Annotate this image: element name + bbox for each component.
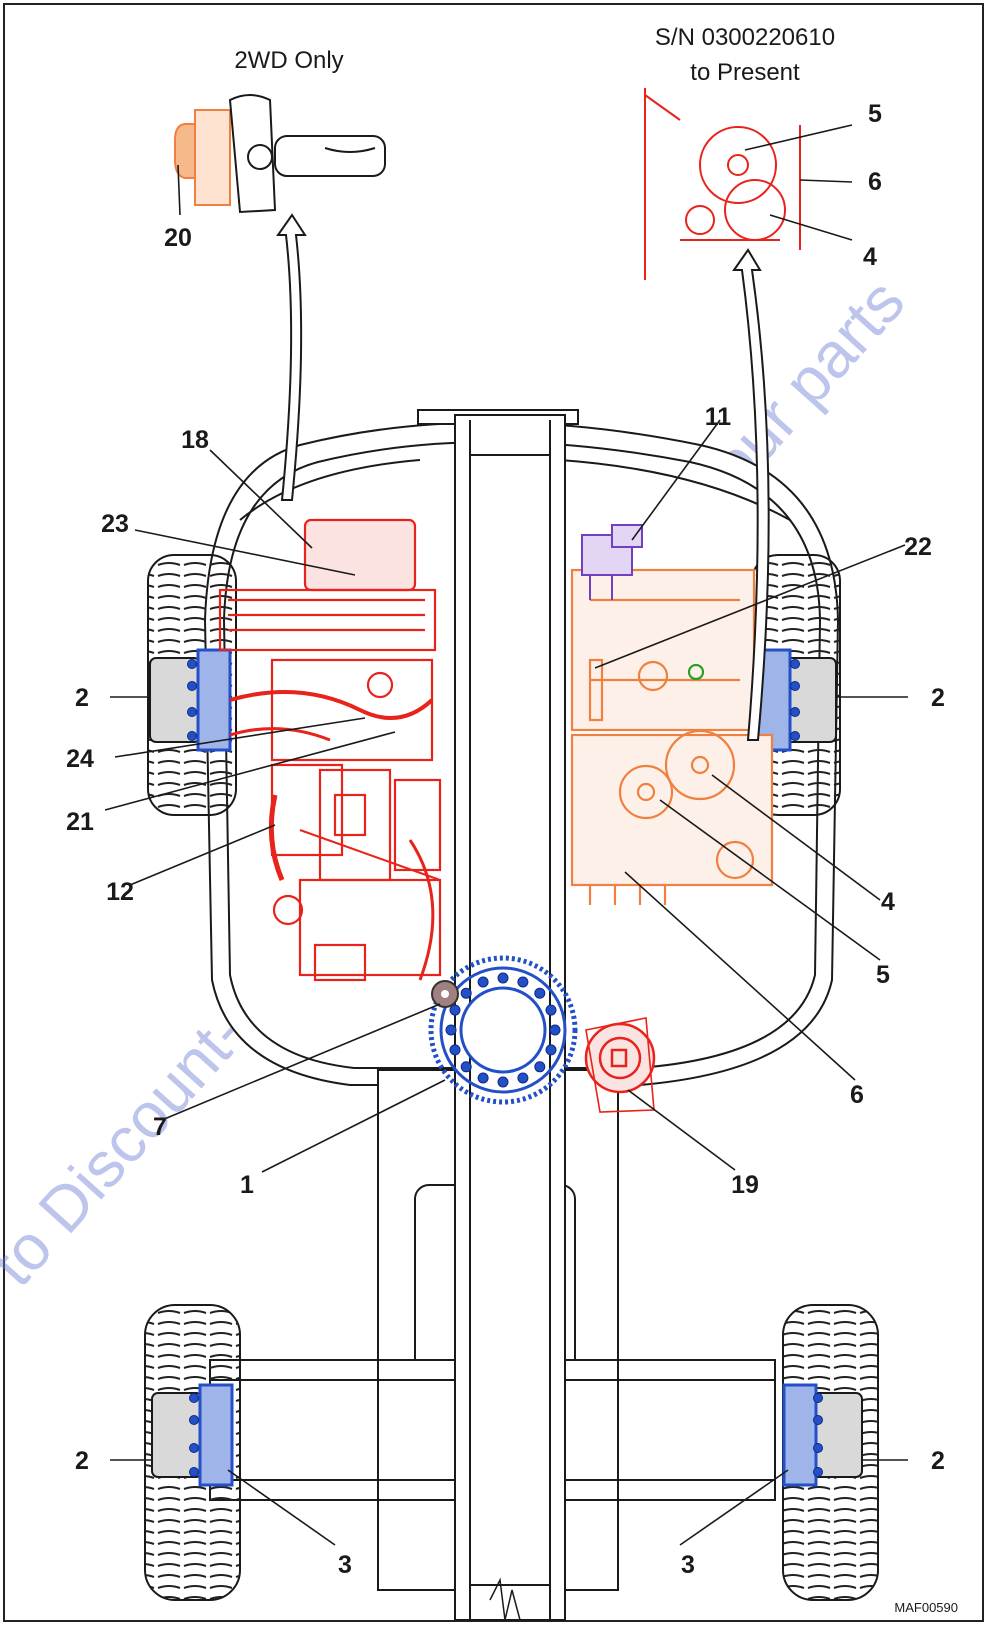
bearing-bolt: [545, 1004, 557, 1016]
callout-6-right: 6: [850, 1081, 864, 1109]
bearing-bolt: [445, 1024, 457, 1036]
bearing-bolt: [460, 987, 472, 999]
callout-2-right-bot: 2: [931, 1447, 945, 1475]
callout-2-left-mid: 2: [75, 684, 89, 712]
figure-id: MAF00590: [894, 1600, 958, 1615]
callout-19: 19: [731, 1171, 759, 1199]
bearing-bolt: [534, 987, 546, 999]
callout-3-left: 3: [338, 1551, 352, 1579]
leader-lines: [104, 124, 908, 1546]
callout-2-right-mid: 2: [931, 684, 945, 712]
bearing-bolt: [449, 1044, 461, 1056]
bearing-bolt: [545, 1044, 557, 1056]
bearing-bolt: [477, 1072, 489, 1084]
inset-2wd-axle: [174, 94, 386, 214]
callout-4-top: 4: [863, 243, 877, 271]
callout-2-left-bot: 2: [75, 1447, 89, 1475]
callout-11: 11: [705, 403, 732, 431]
hub-rear-left: [151, 1383, 234, 1487]
engine-assembly: [218, 518, 442, 982]
caption-serial-line2: to Present: [690, 59, 800, 86]
turntable-bearing: [428, 955, 578, 1105]
callout-18: 18: [181, 426, 209, 454]
bearing-bolt: [517, 976, 529, 988]
callout-4-right: 4: [881, 888, 895, 916]
bearing-bolt: [449, 1004, 461, 1016]
grease-fitting: [431, 980, 459, 1008]
bearing-bolt: [460, 1061, 472, 1073]
hub-rear-right: [782, 1383, 863, 1487]
bearing-bolt: [534, 1061, 546, 1073]
callout-20: 20: [164, 224, 192, 252]
hydraulic-assembly: [570, 568, 774, 905]
callout-5-right: 5: [876, 961, 890, 989]
callout-21: 21: [66, 808, 94, 836]
callout-23: 23: [101, 510, 129, 538]
bearing-bolt: [549, 1024, 561, 1036]
callout-7: 7: [153, 1113, 167, 1141]
caption-serial-line1: S/N 0300220610: [655, 24, 835, 51]
bearing-bolt: [497, 972, 509, 984]
inset-serial-unit: [644, 88, 801, 280]
callout-12: 12: [106, 878, 134, 906]
bearing-bolt: [517, 1072, 529, 1084]
callout-3-right: 3: [681, 1551, 695, 1579]
hub-front-left: [149, 648, 232, 752]
callout-22: 22: [904, 533, 932, 561]
bearing-bolt: [477, 976, 489, 988]
filter-assembly: [581, 524, 643, 600]
hub-front-right: [756, 648, 837, 752]
callout-24: 24: [66, 745, 94, 773]
callout-1: 1: [240, 1171, 254, 1199]
bearing-bolt: [497, 1076, 509, 1088]
caption-2wd-only: 2WD Only: [234, 47, 343, 74]
callout-6-top: 6: [868, 168, 882, 196]
inset-arrows: [276, 213, 770, 741]
callout-5-top: 5: [868, 100, 882, 128]
